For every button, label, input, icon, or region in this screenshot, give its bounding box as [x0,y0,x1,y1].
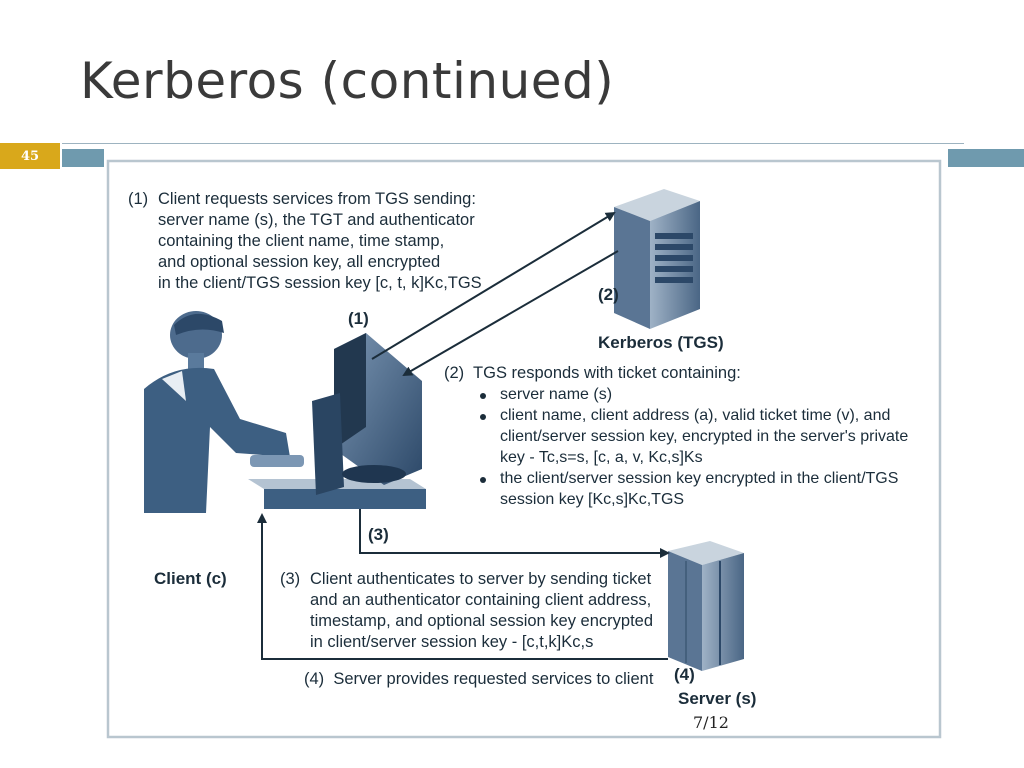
kerberos-server-icon [614,189,700,329]
arrow3-label: (3) [368,525,389,544]
step3-line: Client authenticates to server by sendin… [310,570,652,588]
step1-marker: (1) [128,190,149,208]
server-marker: (4) [674,665,695,684]
server-label: Server (s) [678,689,757,708]
figure-border [106,159,942,739]
step1-line: in the client/TGS session key [c, t, k]K… [158,274,482,292]
step1-line: server name (s), the TGT and authenticat… [158,211,475,229]
step2-bullet: client name, client address (a), valid t… [500,407,891,424]
title-divider [62,143,964,144]
bullet-dot [480,393,486,399]
step3-marker: (3) [280,570,301,588]
step2-bullet: the client/server session key encrypted … [500,470,899,487]
step4-caption: (4) Server provides requested services t… [304,670,654,688]
step2-bullet: key - Tc,s=s, [c, a, v, Kc,s]Ks [500,449,703,466]
step2-bullet: server name (s) [500,386,613,403]
step2-bullet: client/server session key, encrypted in … [500,428,909,445]
client-label: Client (c) [154,569,227,588]
step2-bullet: session key [Kc,s]Kc,TGS [500,491,685,508]
diagram-graphics [106,159,942,739]
bullet-dot [480,414,486,420]
step1-line: containing the client name, time stamp, [158,232,445,250]
page-number-badge: 45 [0,143,60,169]
arrow-client-to-server [359,509,670,558]
arrow-server-to-client [257,513,668,660]
tgs-marker: (2) [598,285,619,304]
step3-line: timestamp, and optional session key encr… [310,612,654,630]
accent-bar-right [948,149,1024,167]
computer-monitor-icon [312,333,422,495]
kerberos-diagram: (1) Client requests services from TGS se… [104,149,944,741]
slide-title: Kerberos (continued) [80,52,615,110]
step2-intro: (2) TGS responds with ticket containing: [444,364,741,382]
arrow1-label: (1) [348,309,369,328]
arrow-client-to-tgs [371,211,616,360]
accent-bar-left [62,149,104,167]
server-icon [668,541,744,671]
slide-counter: 7/12 [693,713,729,732]
arrow-tgs-to-client [402,250,619,377]
person-icon [144,311,304,513]
kerberos-tgs-label: Kerberos (TGS) [598,333,724,352]
step3-line: in client/server session key - [c,t,k]Kc… [310,633,594,651]
step3-line: and an authenticator containing client a… [310,591,652,609]
step1-line: and optional session key, all encrypted [158,253,441,271]
bullet-dot [480,477,486,483]
step1-line: Client requests services from TGS sendin… [158,190,476,208]
